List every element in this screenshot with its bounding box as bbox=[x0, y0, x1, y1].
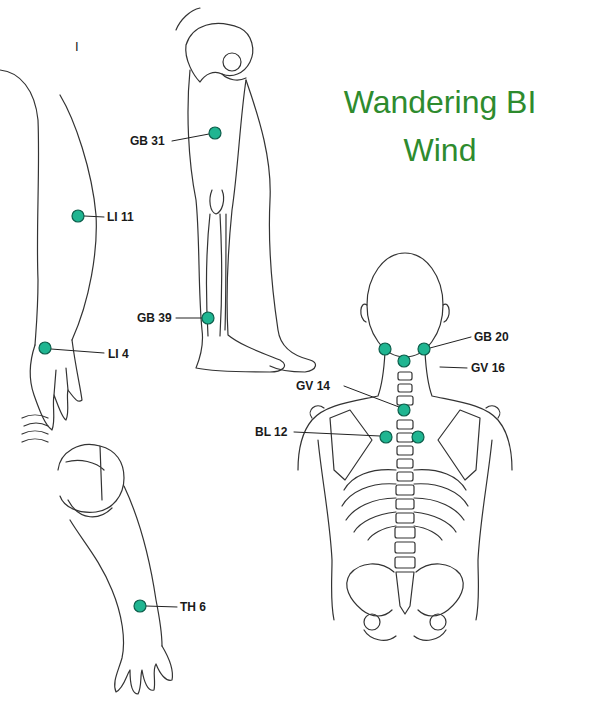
acupoint-dots bbox=[39, 127, 430, 612]
point-label: GB 39 bbox=[137, 311, 172, 325]
title: Wandering BI Wind bbox=[325, 78, 555, 174]
point-label: GB 20 bbox=[474, 330, 509, 344]
leader-lines bbox=[51, 134, 471, 607]
point-label: GV 14 bbox=[296, 379, 330, 393]
point-label: TH 6 bbox=[180, 600, 206, 614]
point-label: GV 16 bbox=[471, 361, 505, 375]
vertebra-fragment bbox=[22, 415, 48, 442]
arm-figure bbox=[0, 70, 96, 430]
arm-figure bbox=[58, 444, 172, 694]
ribs bbox=[342, 470, 468, 540]
point-label: LI 4 bbox=[108, 347, 129, 361]
point-label: LI 11 bbox=[107, 210, 134, 224]
point-label: BL 12 bbox=[255, 425, 287, 439]
spine bbox=[395, 372, 415, 614]
leg-figure bbox=[176, 8, 315, 372]
back-figure bbox=[298, 253, 512, 640]
point-label: I bbox=[75, 40, 79, 54]
point-label: GB 31 bbox=[130, 134, 165, 148]
